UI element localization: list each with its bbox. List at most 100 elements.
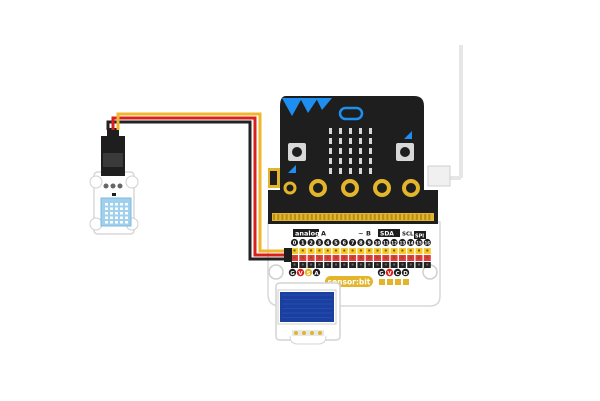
sensor-vent — [115, 216, 118, 219]
header-pin-hole — [384, 249, 387, 252]
power-label: D — [403, 271, 408, 277]
pin-number: 13 — [400, 241, 406, 246]
pin-number: 7 — [351, 241, 355, 247]
header-pin-hole — [335, 249, 337, 252]
edge-tooth — [281, 214, 284, 220]
microbit-board-icon — [268, 96, 424, 197]
power-label: V — [298, 271, 303, 277]
header-pin-hole — [393, 256, 396, 259]
led — [369, 148, 372, 154]
power-label-badge — [304, 268, 313, 277]
pin-number-badge — [365, 238, 373, 247]
power-label: A — [314, 271, 319, 277]
led — [359, 158, 362, 164]
scl-label: SCL — [402, 232, 414, 238]
pin-number-badge — [423, 238, 431, 247]
header-pin-hole — [335, 256, 337, 259]
i2c-pin — [395, 279, 401, 285]
edge-tooth — [273, 214, 275, 220]
header-pin-hole — [293, 263, 296, 266]
edge-tooth — [386, 214, 389, 220]
header-pin-hole — [376, 263, 379, 266]
oled-display-icon — [275, 282, 341, 345]
edge-tooth — [306, 214, 309, 220]
edge-tooth — [373, 214, 376, 220]
header-pin-hole — [343, 256, 346, 259]
power-label-badge — [393, 268, 402, 277]
pin-number: 3 — [318, 241, 322, 247]
header-pin-hole — [310, 249, 313, 252]
header-pin-hole — [359, 256, 362, 259]
power-label-badge — [288, 268, 297, 277]
header-pin-hole — [301, 256, 304, 259]
power-label-badge — [385, 268, 394, 277]
led — [329, 128, 332, 134]
sensor-vent — [110, 216, 113, 219]
pin-number-badge — [290, 238, 299, 247]
pin-number: 16 — [425, 241, 431, 246]
header-pin-hole — [293, 256, 296, 259]
edge-tooth — [323, 214, 326, 220]
header-pin-hole — [351, 263, 354, 266]
sensor-vent — [125, 212, 128, 215]
sensor-vent — [110, 203, 113, 206]
edge-tooth — [378, 214, 380, 220]
edge-tooth — [365, 214, 368, 220]
header-pin-hole — [310, 256, 313, 259]
led — [329, 158, 332, 164]
sensor-vent — [115, 207, 118, 210]
pin-number: 1 — [301, 241, 305, 247]
button-b — [396, 143, 414, 161]
sensor-vent — [105, 216, 108, 219]
sensor-vent — [125, 216, 128, 219]
header-pin-hole — [368, 249, 371, 252]
led — [369, 158, 372, 164]
edge-tooth — [327, 214, 330, 220]
edge-pads — [283, 179, 420, 197]
led — [349, 128, 352, 134]
led — [359, 168, 362, 174]
edge-tooth — [302, 214, 305, 220]
i2c-pin — [403, 279, 409, 285]
edge-tooth — [415, 214, 418, 220]
header-pin-hole — [401, 249, 404, 252]
edge-tooth — [344, 214, 347, 220]
header-pin-hole — [343, 249, 346, 252]
edge-tooth — [289, 214, 292, 220]
edge-tooth — [390, 214, 393, 220]
sensor-vent — [120, 221, 123, 224]
header-pin-hole — [384, 256, 387, 259]
led — [339, 158, 342, 164]
pin-number-badge — [407, 238, 415, 247]
pin-number-badge — [324, 238, 332, 247]
edge-tooth — [361, 214, 364, 220]
edge-tooth — [357, 214, 359, 220]
sensor-vent — [115, 221, 118, 224]
pin-number: 11 — [383, 241, 389, 246]
pin-number-badge — [332, 238, 340, 247]
header-pin-hole — [426, 249, 429, 252]
header-pin-hole — [351, 256, 354, 259]
header-pin-hole — [343, 263, 346, 266]
pin-number: 6 — [343, 241, 347, 247]
header-pin-hole — [301, 249, 304, 252]
sensor-vent — [105, 221, 108, 224]
edge-tooth — [382, 214, 385, 220]
pin-number: 15 — [416, 241, 422, 246]
power-label: S — [307, 271, 311, 277]
header-pin-hole — [368, 263, 371, 266]
spi-label: SPI — [415, 234, 424, 240]
sensor-vent — [120, 203, 123, 206]
sensor-vent — [125, 207, 128, 210]
edge-tooth — [310, 214, 313, 220]
pin-number-badge — [315, 238, 323, 247]
header-pin-hole — [426, 263, 429, 266]
power-label: V — [387, 271, 392, 277]
header-pin-hole — [318, 249, 321, 252]
edge-tooth — [411, 214, 414, 220]
edge-tooth — [407, 214, 410, 220]
edge-tooth — [294, 214, 296, 220]
led — [359, 148, 362, 154]
